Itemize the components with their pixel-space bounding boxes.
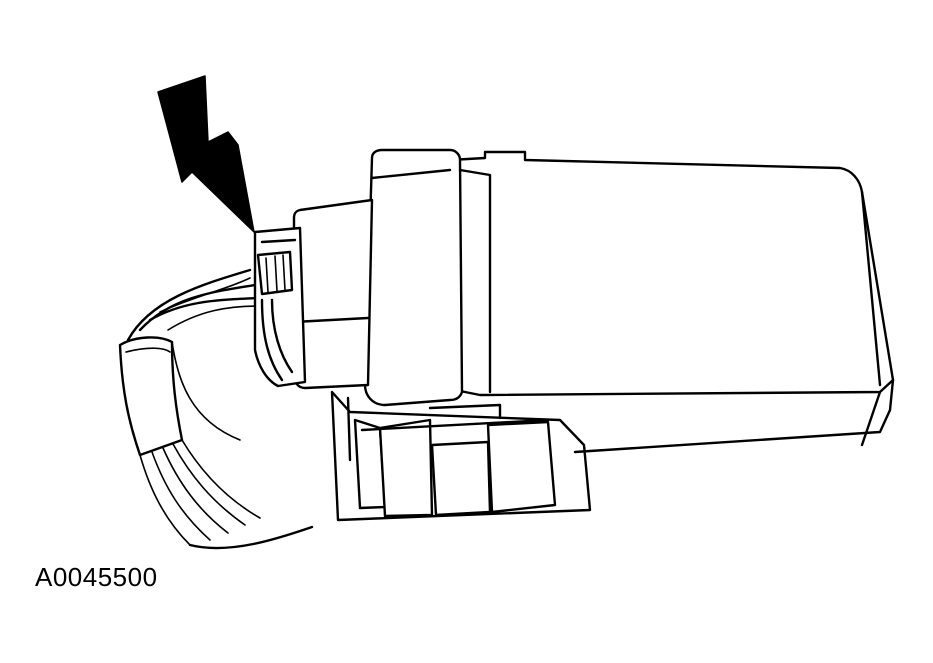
module-housing bbox=[292, 148, 895, 454]
figure-id-label: A0045500 bbox=[35, 562, 158, 592]
wire-harness bbox=[118, 268, 314, 550]
mounting-bracket bbox=[330, 390, 592, 522]
callout-arrow-icon bbox=[157, 75, 255, 233]
connector-locking-tab bbox=[253, 226, 307, 388]
